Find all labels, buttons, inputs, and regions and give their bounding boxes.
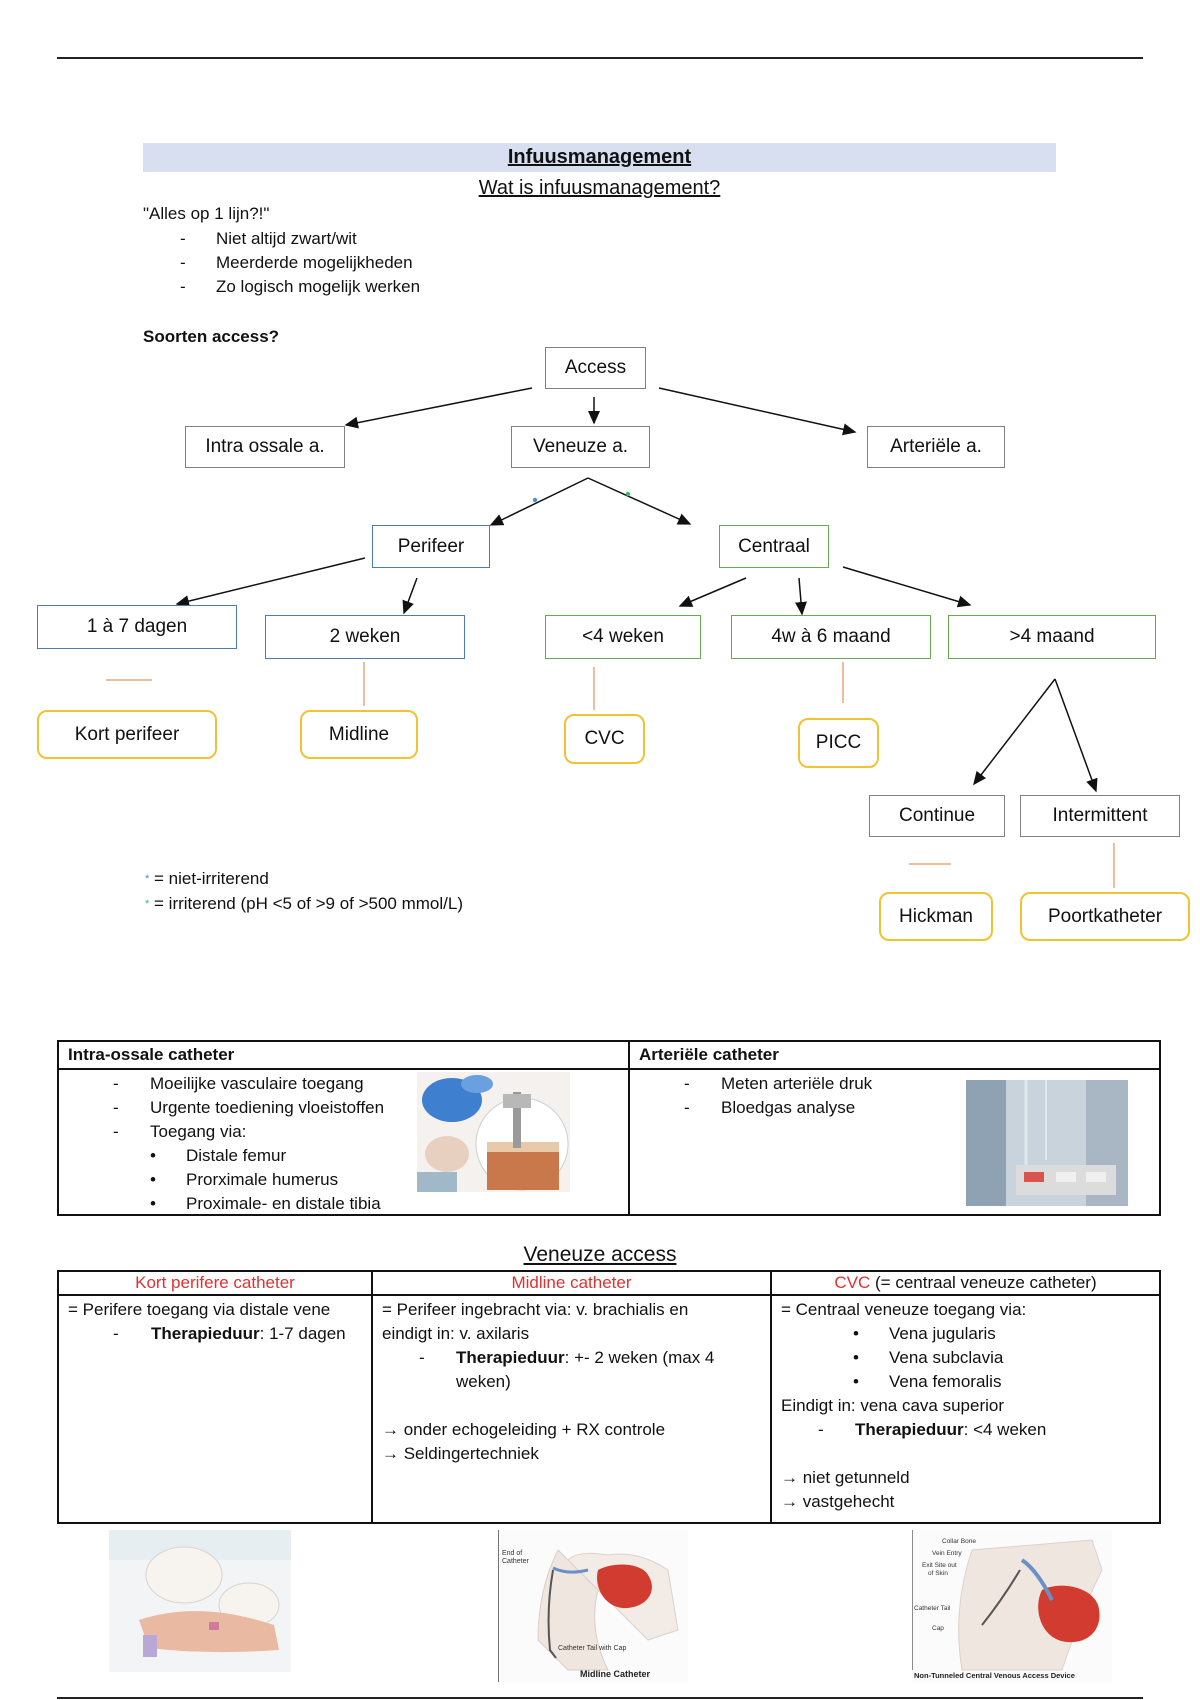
cvc-label: Catheter Tail xyxy=(914,1605,951,1612)
node-intra-ossale: Intra ossale a. xyxy=(185,426,345,468)
arrow-to-perifeer xyxy=(489,477,589,526)
midline-label-tail: Catheter Tail with Cap xyxy=(558,1645,626,1652)
intra-ossale-image xyxy=(417,1072,570,1192)
midline-body: = Perifeer ingebracht via: v. brachialis… xyxy=(373,1296,770,1522)
intra-ossale-title: Intra-ossale catheter xyxy=(68,1045,235,1064)
cvc-line1: = Centraal veneuze toegang via: xyxy=(781,1300,1027,1319)
node-lt4-weken: <4 weken xyxy=(545,615,701,659)
cvc-arrow2: → vastgehecht xyxy=(781,1492,895,1511)
intra-ossale-body: -Moeilijke vasculaire toegang -Urgente t… xyxy=(59,1070,628,1214)
midline-arrow1: → onder echogeleiding + RX controle xyxy=(382,1420,666,1439)
midline-title: Midline catheter xyxy=(511,1273,632,1292)
midline-caption: Midline Catheter xyxy=(580,1669,651,1679)
cvc-arrow1: → niet getunneld xyxy=(781,1468,910,1487)
arteriele-title: Arteriële catheter xyxy=(639,1045,779,1064)
arrow-to-lt4weken xyxy=(678,577,747,607)
bottom-rule xyxy=(57,1697,1143,1699)
node-picc: PICC xyxy=(798,718,879,768)
arrow-to-2-weken xyxy=(402,577,418,615)
node-1-7-dagen: 1 à 7 dagen xyxy=(37,605,237,649)
arrow-to-gt4maand xyxy=(842,566,972,608)
list-item: -Meten arteriële druk xyxy=(684,1074,873,1093)
list-item: -Moeilijke vasculaire toegang xyxy=(113,1074,364,1093)
list-item: -Toegang via: xyxy=(113,1122,247,1141)
cvc-caption: Non-Tunneled Central Venous Access Devic… xyxy=(914,1671,1075,1680)
kort-perifeer-image xyxy=(109,1530,291,1672)
node-cvc: CVC xyxy=(564,714,645,764)
list-item: •Prorximale humerus xyxy=(150,1170,339,1189)
arrow-to-4w-6maand xyxy=(795,577,807,616)
kort-therapy: -Therapieduur: 1-7 dagen xyxy=(113,1324,346,1343)
cvc-therapy: -Therapieduur: <4 weken xyxy=(818,1420,1047,1439)
list-item: •Vena subclavia xyxy=(853,1348,1004,1367)
list-item: -Urgente toediening vloeistoffen xyxy=(113,1098,385,1117)
node-arteriele: Arteriële a. xyxy=(867,426,1005,468)
midline-label-end: End of xyxy=(502,1550,522,1557)
kort-perifere-body: = Perifere toegang via distale vene -The… xyxy=(59,1296,371,1522)
list-item: •Vena jugularis xyxy=(853,1324,996,1343)
list-item: •Vena femoralis xyxy=(853,1372,1002,1391)
node-centraal: Centraal xyxy=(719,525,829,568)
legend-marker-green: * xyxy=(145,898,150,910)
page-title: Infuusmanagement xyxy=(507,146,692,168)
list-item: •Distale femur xyxy=(150,1146,287,1165)
cvc-label: Collar Bone xyxy=(942,1538,976,1545)
page-subtitle: Wat is infuusmanagement? xyxy=(478,177,721,199)
node-continue: Continue xyxy=(869,795,1005,837)
legend-item-irriterend: * = irriterend (pH <5 of >9 of >500 mmol… xyxy=(145,894,464,913)
access-heading: Soorten access? xyxy=(143,327,280,346)
veneuze-heading: Veneuze access xyxy=(523,1243,677,1266)
arrow-to-centraal xyxy=(587,477,692,525)
cvc-body: = Centraal veneuze toegang via: •Vena ju… xyxy=(772,1296,1159,1522)
arteriele-image xyxy=(966,1080,1128,1206)
node-access: Access xyxy=(545,347,646,389)
node-hickman: Hickman xyxy=(879,892,993,941)
node-veneuze: Veneuze a. xyxy=(511,426,650,468)
access-tree-connectors xyxy=(106,387,1115,888)
node-2-weken: 2 weken xyxy=(265,615,465,659)
legend-marker-blue: * xyxy=(145,873,150,885)
veneuze-table: Kort perifere catheter Midline catheter … xyxy=(57,1270,1161,1524)
node-4w-6maand: 4w à 6 maand xyxy=(731,615,931,659)
node-poortkatheter: Poortkatheter xyxy=(1020,892,1190,941)
midline-line2: eindigt in: v. axilaris xyxy=(382,1324,530,1343)
cvc-label: Exit Site out xyxy=(922,1562,957,1569)
legend-item-niet-irriterend: * = niet-irriterend xyxy=(145,869,269,888)
midline-therapy: -Therapieduur: +- 2 weken (max 4 xyxy=(419,1348,715,1367)
node-perifeer: Perifeer xyxy=(372,525,490,568)
cvc-label: Cap xyxy=(932,1625,944,1632)
arrow-to-1-7-dagen xyxy=(175,557,366,607)
cvc-label: Vein Entry xyxy=(932,1550,962,1557)
midline-catheter-image: End of Catheter Catheter Tail with Cap M… xyxy=(498,1530,688,1682)
node-gt4-maand: >4 maand xyxy=(948,615,1156,659)
kort-perifere-title: Kort perifere catheter xyxy=(135,1273,295,1292)
cvc-image: Collar Bone Vein Entry Exit Site out of … xyxy=(912,1530,1112,1682)
midline-label-end-b: Catheter xyxy=(502,1558,530,1565)
node-midline: Midline xyxy=(300,710,418,759)
midline-therapy-cont: weken) xyxy=(456,1372,511,1391)
arrow-to-arteriele xyxy=(658,387,857,436)
intro-quote: "Alles op 1 lijn?!" xyxy=(143,204,270,223)
arrow-to-intra xyxy=(344,387,533,429)
list-item: •Proximale- en distale tibia xyxy=(150,1194,381,1213)
arrow-to-intermittent xyxy=(1054,678,1098,793)
arrow-to-continue xyxy=(973,678,1056,786)
cvc-line2: Eindigt in: vena cava superior xyxy=(781,1396,1005,1415)
top-rule xyxy=(57,57,1143,59)
midline-line1: = Perifeer ingebracht via: v. brachialis… xyxy=(382,1300,689,1319)
marker-dot-blue xyxy=(532,497,538,503)
title-band xyxy=(143,143,1056,172)
node-intermittent: Intermittent xyxy=(1020,795,1180,837)
cvc-title: CVC (= centraal veneuze catheter) xyxy=(834,1273,1097,1292)
cvc-label: of Skin xyxy=(928,1570,948,1577)
arteriele-body: -Meten arteriële druk -Bloedgas analyse xyxy=(630,1070,1159,1214)
midline-arrow2: → Seldingertechniek xyxy=(382,1444,539,1463)
marker-dot-green xyxy=(625,491,631,497)
list-item: -Bloedgas analyse xyxy=(684,1098,856,1117)
node-kort-perifeer: Kort perifeer xyxy=(37,710,217,759)
kort-line1: = Perifere toegang via distale vene xyxy=(68,1300,331,1319)
